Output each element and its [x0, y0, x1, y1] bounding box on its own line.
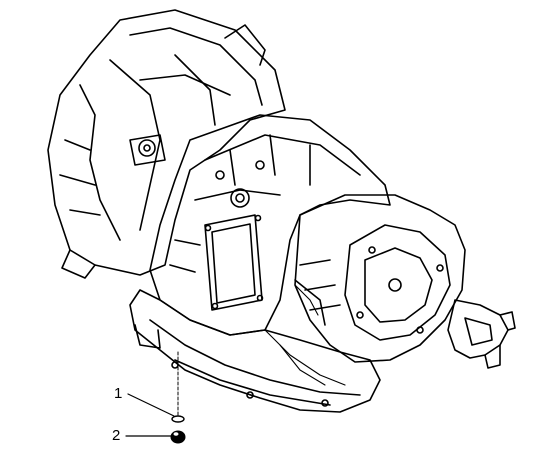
drain-plug-part — [170, 430, 186, 444]
callout-label-2: 2 — [112, 427, 121, 444]
oil-pan — [129, 289, 381, 413]
bell-housing — [47, 9, 286, 279]
washer-part — [171, 415, 185, 423]
wiring-detail — [264, 284, 346, 386]
output-yoke — [447, 299, 516, 369]
extension-housing — [294, 194, 466, 363]
callout-label-1: 1 — [114, 385, 123, 402]
transmission-case — [149, 114, 391, 336]
valve-body-cover — [204, 214, 264, 311]
callout-leader-lines — [125, 393, 175, 437]
